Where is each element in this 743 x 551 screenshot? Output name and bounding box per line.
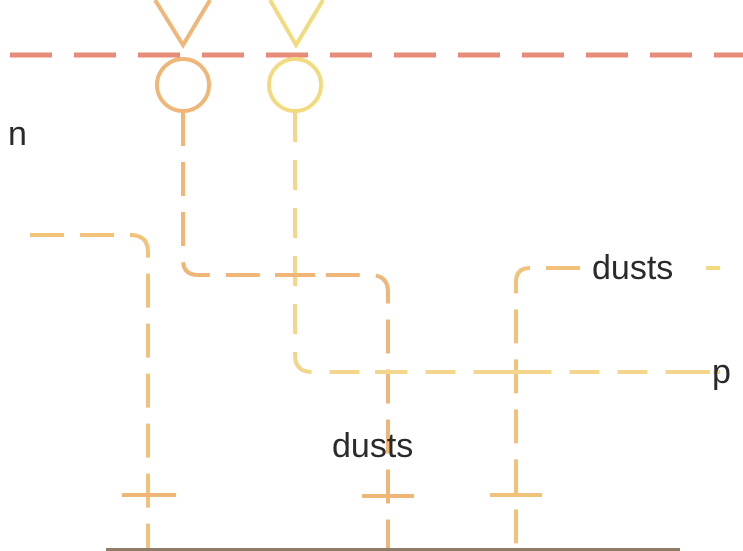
right-branch-path bbox=[514, 266, 580, 551]
left-cut-label: n bbox=[8, 115, 27, 153]
upper-dusts-label: dusts bbox=[592, 249, 673, 287]
yellow-v-connector bbox=[268, 0, 325, 49]
orange-v-connector bbox=[153, 0, 212, 49]
right-cut-label: p bbox=[712, 353, 731, 391]
lower-dusts-label: dusts bbox=[332, 427, 413, 465]
yellow-branch-path bbox=[293, 112, 720, 374]
orange-branch-path bbox=[181, 112, 390, 551]
orange-circle-node bbox=[155, 57, 211, 113]
yellow-circle-node bbox=[267, 57, 323, 113]
left-branch-path bbox=[30, 233, 150, 551]
